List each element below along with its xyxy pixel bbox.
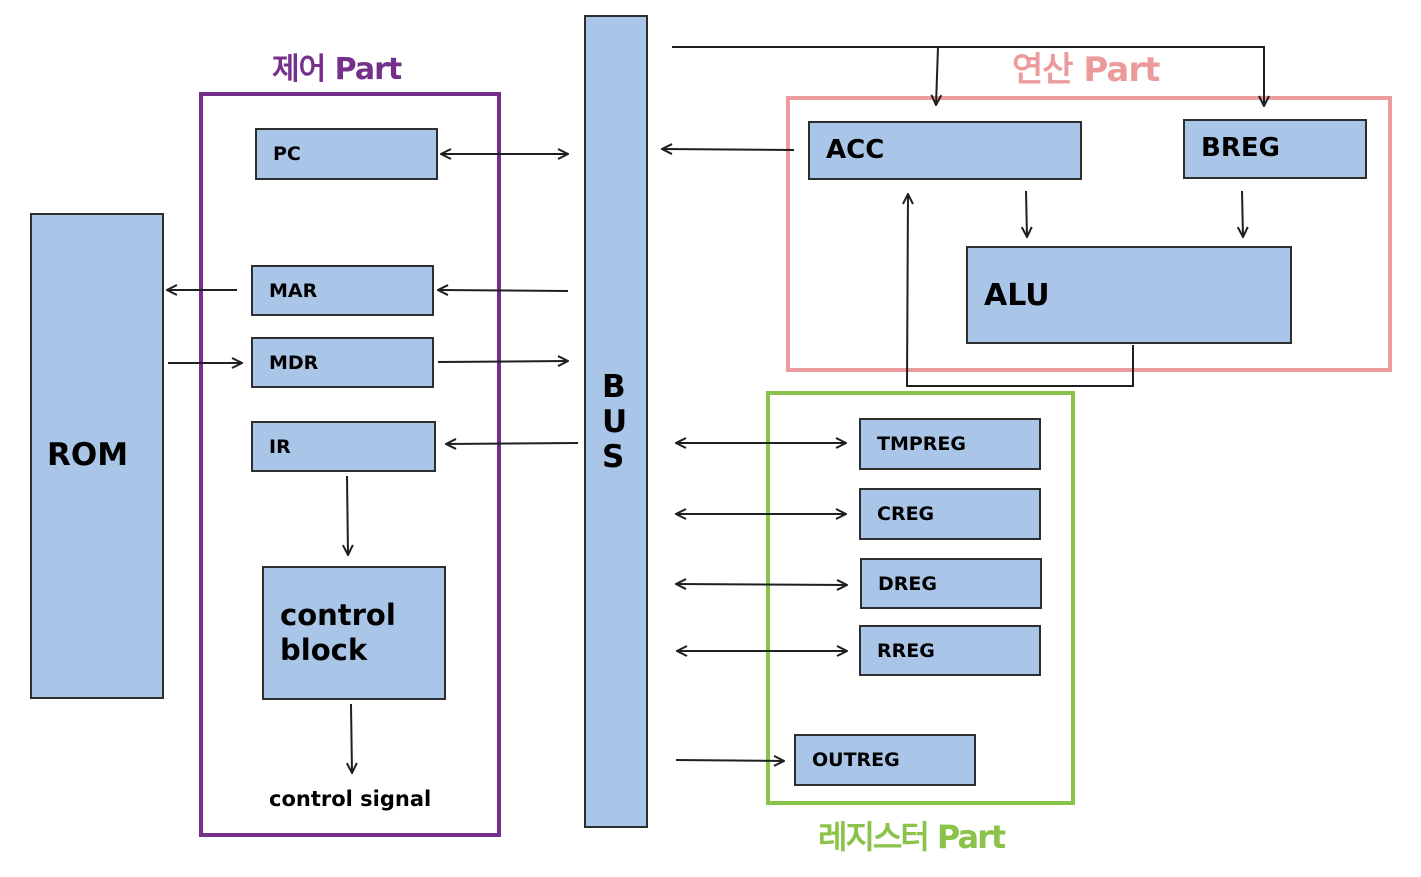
bus-to-outreg-arrow (675, 760, 784, 761)
acc-to-alu-arrow (1026, 190, 1027, 237)
bus-block: B U S (584, 15, 648, 828)
mar-register: MAR (251, 265, 434, 316)
register-part-frame (766, 391, 1075, 805)
control-to-signal-arrow (351, 703, 352, 773)
rreg-register: RREG (859, 625, 1041, 676)
bus-letter-b: B (602, 369, 626, 405)
bus-letter-s: S (602, 439, 625, 475)
mar-label: MAR (269, 280, 318, 302)
alu-label: ALU (984, 278, 1050, 313)
control-block: control block (262, 566, 446, 700)
outreg-label: OUTREG (812, 749, 900, 771)
pc-register: PC (255, 128, 438, 180)
arith-part-label: 연산 Part (1012, 50, 1160, 90)
dreg-label: DREG (878, 573, 937, 595)
acc-to-bus-arrow (662, 149, 795, 150)
alu-block: ALU (966, 246, 1292, 344)
control-signal-label: control signal (269, 787, 432, 811)
rom-label: ROM (47, 437, 129, 473)
pc-label: PC (273, 143, 301, 165)
register-part-label: 레지스터 Part (818, 818, 1006, 856)
mdr-to-bus-arrow (437, 361, 568, 362)
acc-label: ACC (826, 135, 885, 165)
acc-register: ACC (808, 121, 1082, 180)
bus-letter-u: U (602, 404, 628, 440)
breg-to-alu-arrow (1242, 190, 1243, 237)
rom-block: ROM (30, 213, 164, 699)
ir-register: IR (251, 421, 436, 472)
ir-to-control-arrow (347, 475, 348, 555)
bus-to-ir-arrow (446, 443, 579, 444)
arith-part-frame (786, 96, 1392, 372)
mdr-label: MDR (269, 352, 319, 374)
breg-register: BREG (1183, 119, 1367, 179)
control-part-frame (199, 92, 501, 837)
ir-label: IR (269, 436, 291, 458)
creg-register: CREG (859, 488, 1041, 540)
bus-to-mar-arrow (438, 290, 569, 291)
dreg-register: DREG (860, 558, 1042, 609)
breg-label: BREG (1201, 133, 1280, 163)
creg-label: CREG (877, 503, 935, 525)
control-block-line1: control (280, 598, 396, 632)
rreg-label: RREG (877, 640, 935, 662)
outreg-register: OUTREG (794, 734, 976, 786)
bus-dreg-arrow (676, 584, 847, 585)
bus-to-acc-arrow (936, 46, 938, 105)
tmpreg-register: TMPREG (859, 418, 1041, 470)
control-block-line2: block (280, 633, 368, 667)
control-part-label: 제어 Part (272, 52, 402, 87)
tmpreg-label: TMPREG (877, 433, 966, 455)
mdr-register: MDR (251, 337, 434, 388)
alu-feedback-arrow (907, 194, 1134, 387)
